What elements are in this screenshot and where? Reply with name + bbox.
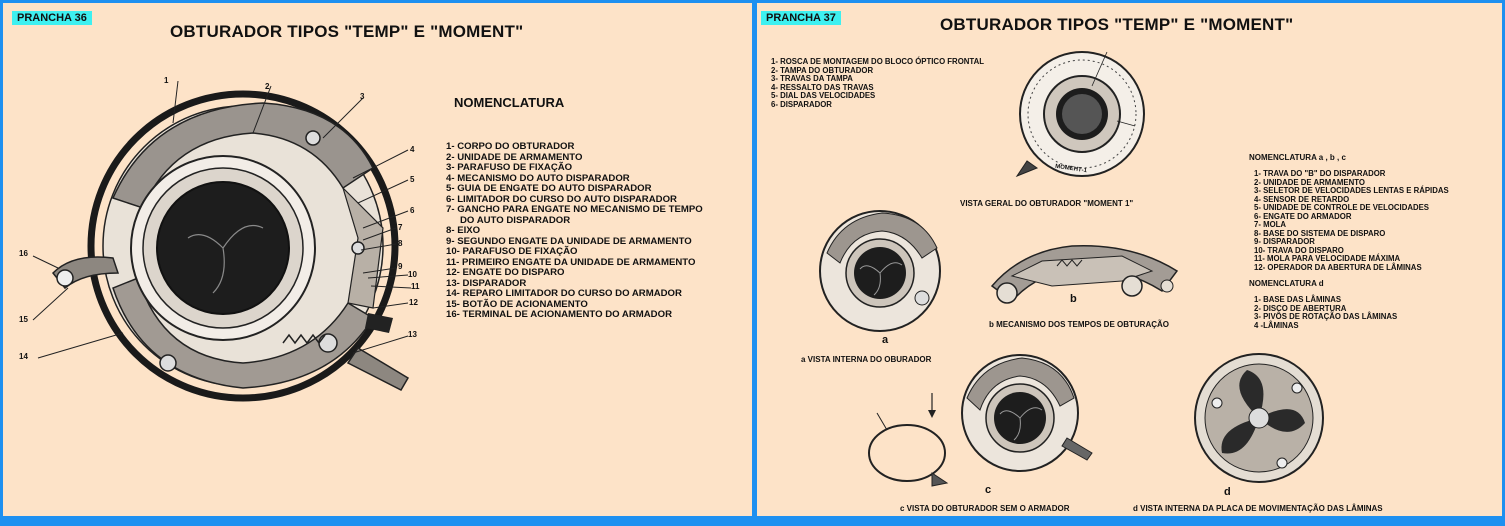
figure-c-letter: c (985, 484, 992, 496)
list-item: 12- OPERADOR DA ABERTURA DE LÂMINAS (1254, 262, 1422, 272)
list-item: 6- DISPARADOR (771, 99, 832, 109)
list-item: 5- UNIDADE DE CONTROLE DE VELOCIDADES (1254, 203, 1430, 212)
list-item: 16- TERMINAL DE ACIONAMENTO DO ARMADOR (446, 309, 672, 320)
figure-a-caption: a VISTA INTERNA DO OBURADOR (801, 355, 932, 364)
figure-b-caption: b MECANISMO DOS TEMPOS DE OBTURAÇÃO (989, 320, 1170, 329)
figure-b-letter: b (1070, 293, 1077, 305)
list-item: 9- DISPARADOR (1254, 237, 1315, 246)
callout-16: 16 (19, 249, 28, 258)
list-item: 11- PRIMEIRO ENGATE DA UNIDADE DE ARMAME… (446, 256, 696, 268)
nomenclature-abc-list: 1- TRAVA DO "B" DO DISPARADOR 2- UNIDADE… (1254, 169, 1449, 272)
figure-c-illustration (868, 354, 1093, 487)
list-item: DO AUTO DISPARADOR (460, 214, 571, 226)
figure-a-illustration (819, 210, 941, 332)
top-legend-list: 1- ROSCA DE MONTAGEM DO BLOCO ÓPTICO FRO… (771, 57, 984, 109)
list-item: 2- DISCO DE ABERTURA (1254, 303, 1347, 313)
figure-b-illustration (990, 244, 1179, 304)
callout-4: 4 (410, 145, 415, 154)
callout-9: 9 (398, 262, 403, 271)
plate-36: PRANCHA 36 OBTURADOR TIPOS "TEMP" E "MOM… (3, 3, 752, 516)
list-item: 1- BASE DAS LÂMINAS (1254, 295, 1342, 304)
list-item: 2- UNIDADE DE ARMAMENTO (1254, 177, 1365, 187)
callout-11: 11 (411, 282, 420, 291)
nomenclature-abc-heading: NOMENCLATURA a , b , c (1249, 153, 1346, 162)
list-item: 4- SENSOR DE RETARDO (1254, 194, 1350, 204)
list-item: 3- PARAFUSO DE FIXAÇÃO (446, 162, 573, 173)
list-item: 4 -LÂMINAS (1254, 320, 1299, 330)
figure-d-caption: d VISTA INTERNA DA PLACA DE MOVIMENTAÇÃO… (1133, 504, 1383, 513)
list-item: 11- MOLA PARA VELOCIDADE MÁXIMA (1254, 254, 1401, 263)
list-item: 6- ENGATE DO ARMADOR (1254, 211, 1352, 221)
list-item: 10- PARAFUSO DE FIXAÇÃO (446, 246, 578, 257)
list-item: 3- PIVÔS DE ROTAÇÃO DAS LÂMINAS (1254, 312, 1398, 321)
nomenclature-d-list: 1- BASE DAS LÂMINAS 2- DISCO DE ABERTURA… (1254, 295, 1398, 330)
list-item: 1- CORPO DO OBTURADOR (446, 141, 575, 152)
figure-d-illustration (1194, 353, 1324, 483)
callout-2: 2 (265, 82, 270, 91)
list-item: 12- ENGATE DO DISPARO (446, 267, 565, 278)
shutter-illustration (32, 80, 412, 402)
list-item: 3- SELETOR DE VELOCIDADES LENTAS E RÁPID… (1254, 186, 1449, 195)
list-item: 9- SEGUNDO ENGATE DA UNIDADE DE ARMAMENT… (446, 235, 692, 247)
list-item: 5- DIAL DAS VELOCIDADES (771, 91, 876, 100)
list-item: 2- TAMPA DO OBTURADOR (771, 65, 874, 75)
page-title: OBTURADOR TIPOS "TEMP" E "MOMENT" (940, 15, 1294, 34)
callout-8: 8 (398, 239, 403, 248)
page-title: OBTURADOR TIPOS "TEMP" E "MOMENT" (170, 22, 524, 41)
list-item: 3- TRAVAS DA TAMPA (771, 74, 853, 83)
list-item: 6- LIMITADOR DO CURSO DO AUTO DISPARADOR (446, 193, 677, 205)
plate-37: PRANCHA 37 OBTURADOR TIPOS "TEMP" E "MOM… (757, 3, 1502, 516)
callout-1: 1 (164, 76, 169, 85)
nomenclature-heading: NOMENCLATURA (454, 95, 565, 110)
list-item: 4- RESSALTO DAS TRAVAS (771, 82, 874, 92)
callout-13: 13 (408, 330, 417, 339)
figure-c-caption: c VISTA DO OBTURADOR SEM O ARMADOR (900, 504, 1070, 513)
nomenclature-d-heading: NOMENCLATURA d (1249, 279, 1324, 288)
plate-badge: PRANCHA 36 (12, 11, 92, 25)
general-view-caption: VISTA GERAL DO OBTURADOR "MOMENT 1" (960, 199, 1134, 208)
plate-badge: PRANCHA 37 (761, 11, 841, 25)
list-item: 8- BASE DO SISTEMA DE DISPARO (1254, 228, 1386, 238)
callout-10: 10 (408, 270, 417, 279)
callout-15: 15 (19, 315, 28, 324)
list-item: 15- BOTÃO DE ACIONAMENTO (446, 298, 588, 310)
nomenclature-list: 1- CORPO DO OBTURADOR 2- UNIDADE DE ARMA… (446, 141, 703, 321)
callout-3: 3 (360, 92, 365, 101)
callout-7: 7 (398, 223, 403, 232)
list-item: 14- REPARO LIMITADOR DO CURSO DO ARMADOR (446, 288, 682, 299)
list-item: 7- MOLA (1254, 220, 1287, 229)
list-item: 7- GANCHO PARA ENGATE NO MECANISMO DE TE… (446, 204, 703, 215)
list-item: 10- TRAVA DO DISPARO (1254, 245, 1344, 255)
list-item: 13- DISPARADOR (446, 277, 527, 289)
list-item: 2- UNIDADE DE ARMAMENTO (446, 151, 583, 163)
list-item: 5- GUIA DE ENGATE DO AUTO DISPARADOR (446, 183, 652, 194)
list-item: 1- TRAVA DO "B" DO DISPARADOR (1254, 169, 1386, 178)
callout-12: 12 (409, 298, 418, 307)
general-view-illustration (1015, 51, 1145, 178)
callout-14: 14 (19, 352, 28, 361)
callout-5: 5 (410, 175, 415, 184)
callout-6: 6 (410, 206, 415, 215)
list-item: 1- ROSCA DE MONTAGEM DO BLOCO ÓPTICO FRO… (771, 57, 984, 66)
figure-a-letter: a (882, 334, 889, 346)
figure-d-letter: d (1224, 486, 1231, 498)
list-item: 8- EIXO (446, 225, 481, 236)
list-item: 4- MECANISMO DO AUTO DISPARADOR (446, 172, 630, 184)
